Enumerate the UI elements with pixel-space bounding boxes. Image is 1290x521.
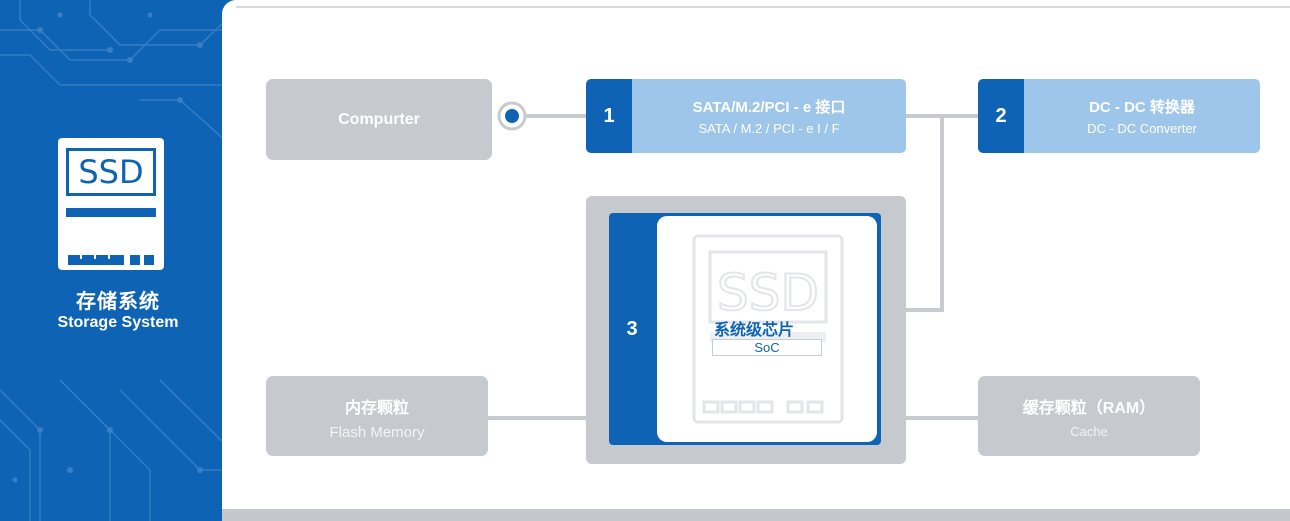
- flash-subtitle: Flash Memory: [329, 424, 425, 441]
- ssd-icon: SSD: [58, 138, 164, 270]
- soc-watermark-text: SSD: [717, 264, 819, 322]
- dcdc-title: DC - DC 转换器: [1089, 99, 1195, 116]
- wire-dcdc-soc: [904, 116, 944, 312]
- ssd-stripe: [66, 208, 156, 217]
- soc-subtitle: SoC: [712, 339, 822, 356]
- cache-subtitle: Cache: [1070, 424, 1108, 439]
- interface-subtitle: SATA / M.2 / PCI - e I / F: [698, 121, 840, 136]
- computer-label: Compurter: [338, 111, 420, 128]
- ssd-badge: SSD: [66, 148, 156, 196]
- soc-title: 系统级芯片: [713, 322, 794, 339]
- port-connector-icon: [497, 101, 527, 131]
- circuit-pattern-decoration: [0, 0, 236, 521]
- ssd-connector-pins: [68, 253, 154, 265]
- dcdc-number: 2: [978, 79, 1024, 153]
- ssd-watermark-icon: SSD: [692, 234, 844, 424]
- cache-node: 缓存颗粒（RAM） Cache: [978, 376, 1200, 456]
- sidebar-title-en: Storage System: [57, 314, 179, 331]
- cache-title: 缓存颗粒（RAM）: [1022, 400, 1156, 417]
- dcdc-subtitle: DC - DC Converter: [1087, 121, 1197, 136]
- top-border: [236, 6, 1290, 8]
- interface-number: 1: [586, 79, 632, 153]
- bottom-border: [222, 509, 1290, 521]
- dcdc-converter-node: 2 DC - DC 转换器 DC - DC Converter: [978, 79, 1260, 153]
- flash-title: 内存颗粒: [344, 400, 409, 417]
- interface-node: 1 SATA/M.2/PCI - e 接口 SATA / M.2 / PCI -…: [586, 79, 906, 153]
- flash-memory-node: 内存颗粒 Flash Memory: [266, 376, 488, 456]
- interface-title: SATA/M.2/PCI - e 接口: [692, 99, 846, 116]
- soc-number: 3: [626, 318, 638, 340]
- sidebar-title-cn: 存储系统: [76, 291, 160, 313]
- panel-corner: [222, 0, 236, 521]
- storage-system-sidebar: SSD 存储系统 Storage System: [0, 0, 236, 521]
- computer-node: Compurter: [266, 79, 492, 160]
